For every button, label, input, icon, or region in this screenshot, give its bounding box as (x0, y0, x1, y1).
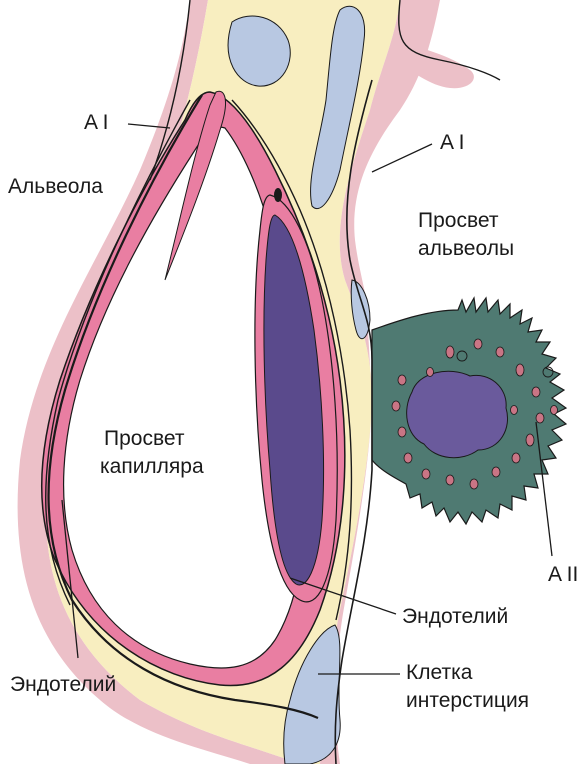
label-alveola-lumen-2: альвеолы (418, 236, 514, 262)
label-capillary-lumen-2: капилляра (100, 454, 204, 480)
label-alveola: Альвеола (8, 174, 103, 200)
leader-ai-right (372, 144, 432, 172)
label-ai-right: A I (440, 130, 465, 156)
label-ai-left: A I (84, 110, 109, 136)
label-capillary-lumen-1: Просвет (104, 426, 184, 452)
nucleolus (274, 188, 282, 202)
label-aii: A II (548, 562, 578, 588)
label-alveola-lumen-1: Просвет (418, 208, 498, 234)
label-interstitial-cell-1: Клетка (406, 660, 472, 686)
label-endothelium-right: Эндотелий (402, 604, 508, 630)
label-interstitial-cell-2: интерстиция (406, 688, 529, 714)
label-endothelium-left: Эндотелий (10, 672, 116, 698)
type2-pneumocyte (372, 298, 566, 524)
